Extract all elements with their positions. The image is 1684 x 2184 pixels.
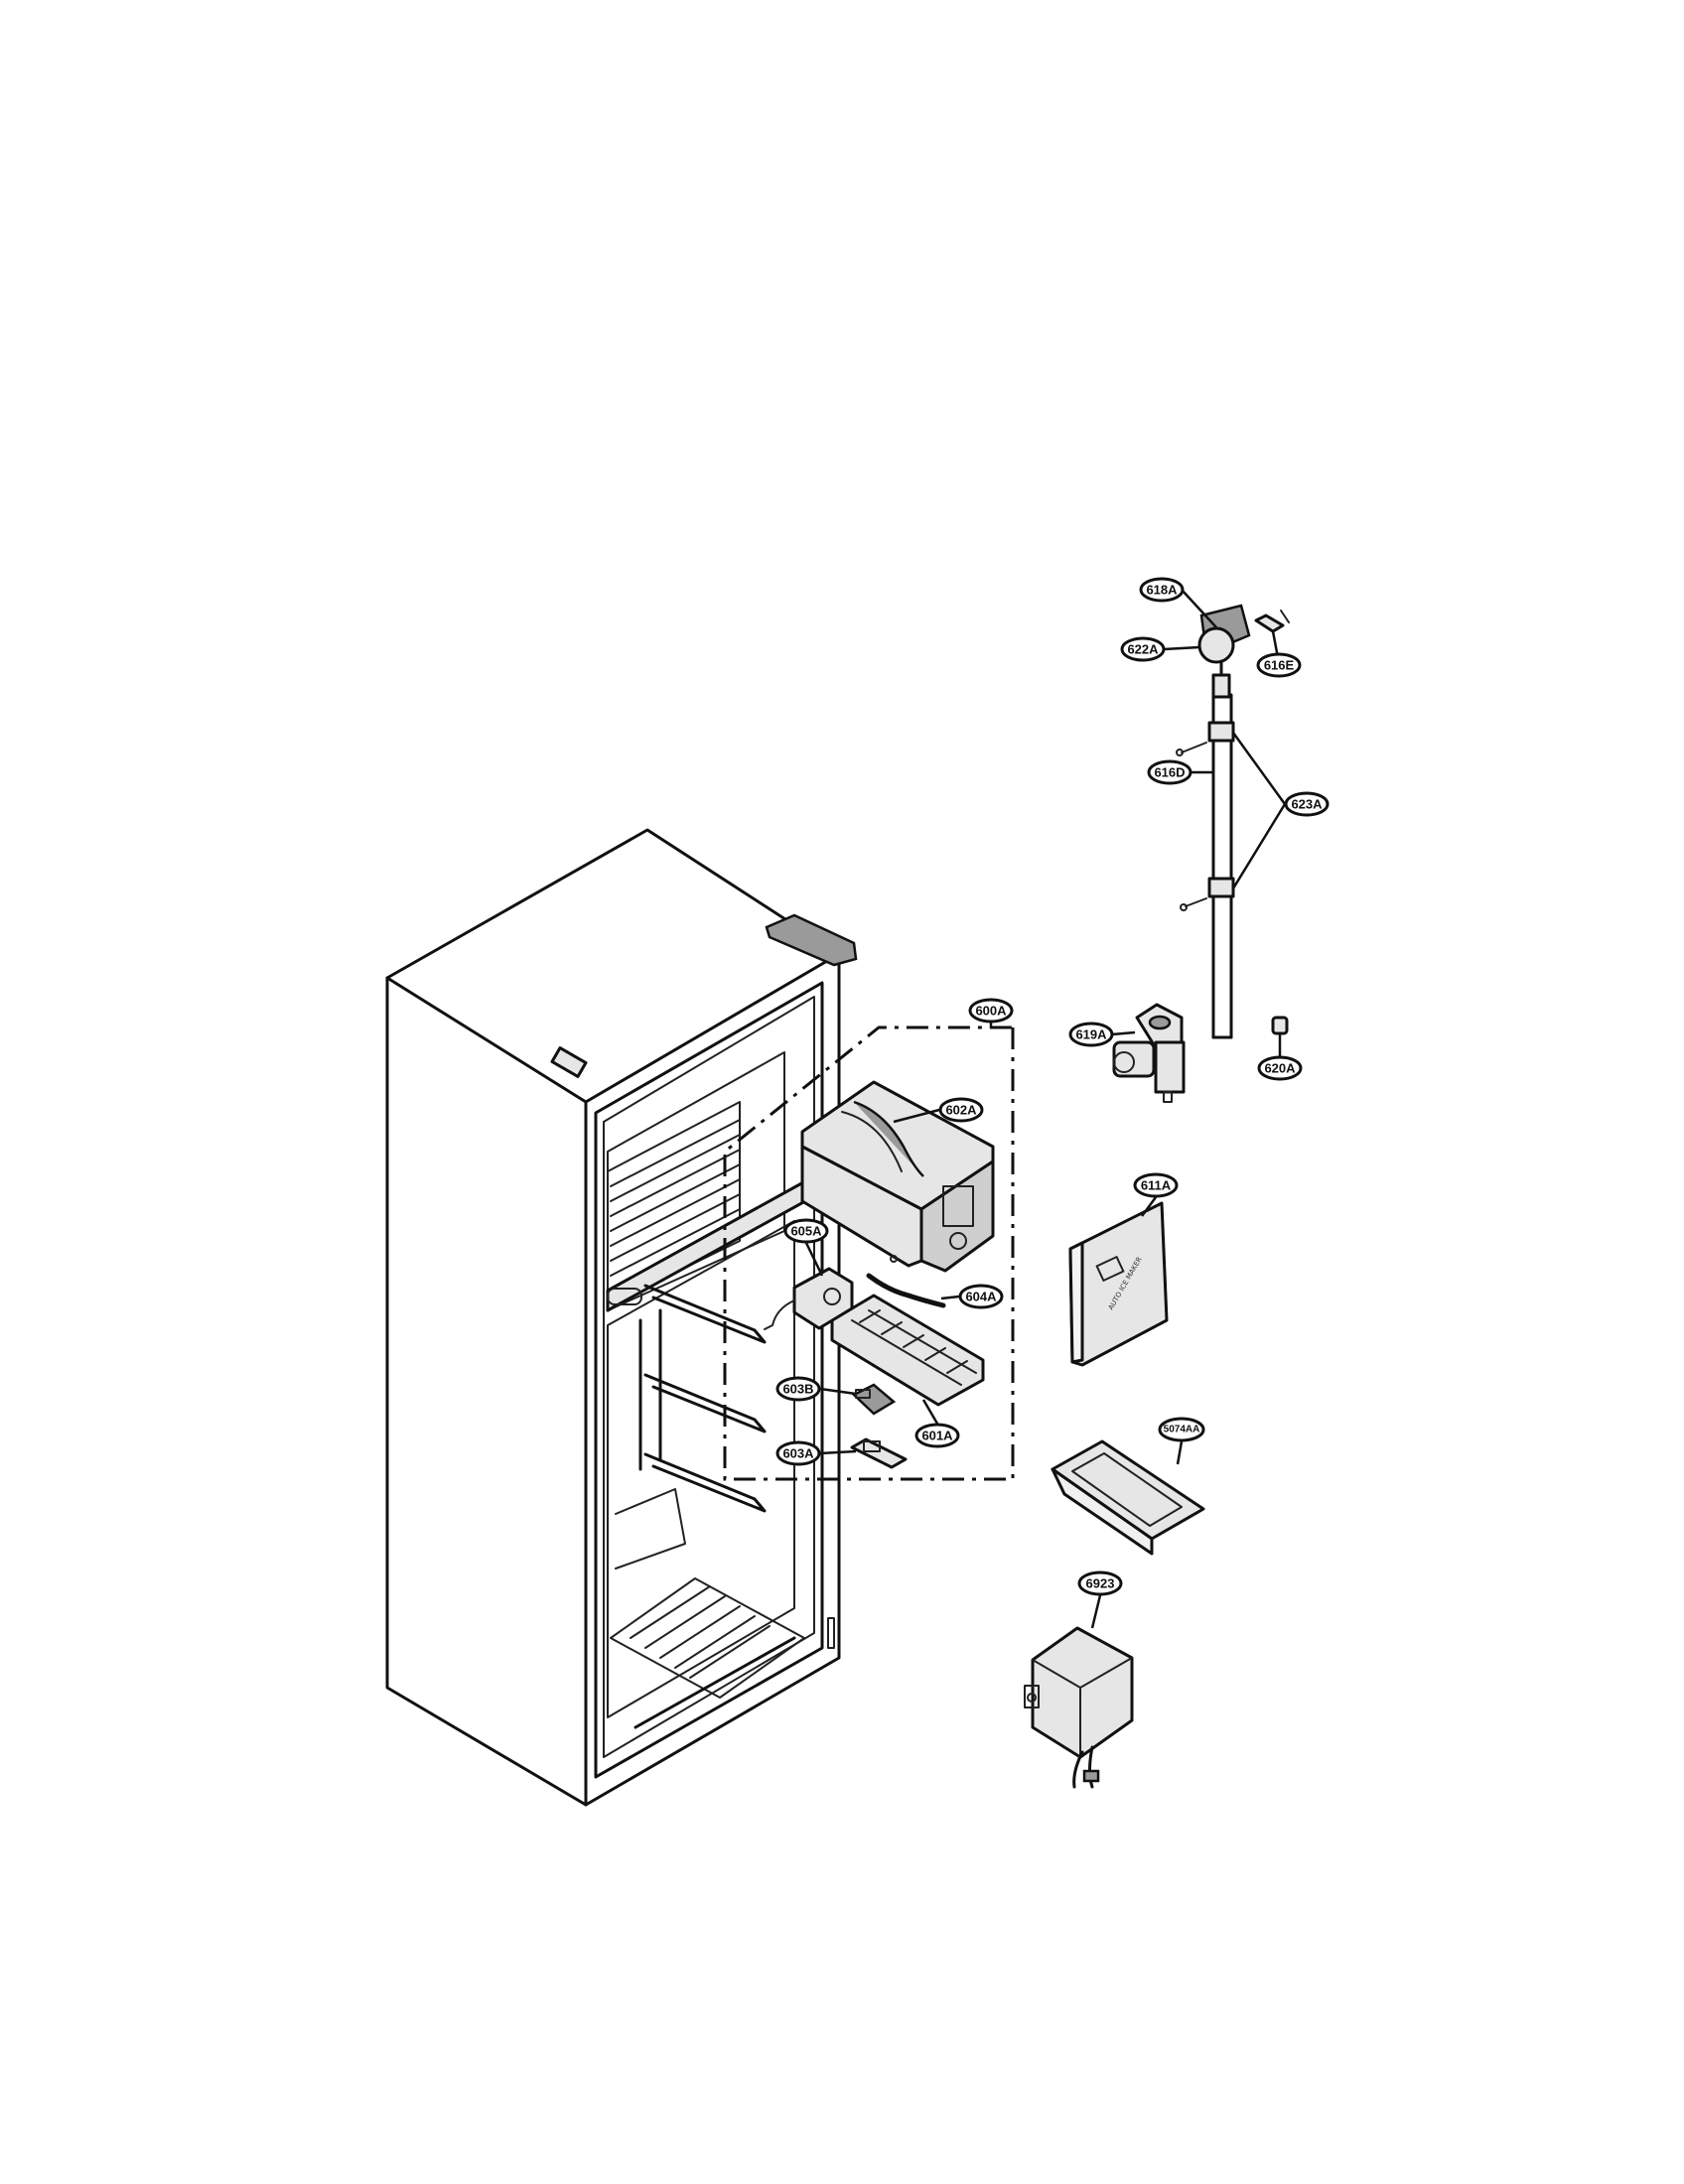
callout-label-616E: 616E	[1264, 658, 1295, 673]
callout-601A: 601A	[914, 1423, 960, 1448]
icemaker-housing	[800, 1080, 995, 1273]
top-switch	[550, 1046, 588, 1078]
callout-label-602A: 602A	[945, 1103, 977, 1118]
clip-603B	[851, 1383, 897, 1416]
callout-620A: 620A	[1257, 1055, 1303, 1081]
icemaker-motor	[764, 1267, 854, 1330]
callout-604A: 604A	[958, 1284, 1004, 1309]
callout-616E: 616E	[1256, 652, 1302, 678]
ice-tray	[830, 1294, 985, 1407]
callout-5074AA: 5074AA	[1158, 1417, 1205, 1442]
callout-622A: 622A	[1120, 636, 1166, 662]
pipe-clamp-top	[1207, 721, 1235, 743]
callout-603B: 603B	[775, 1376, 821, 1402]
callout-label-622A: 622A	[1127, 642, 1159, 657]
nut-620A	[1271, 1016, 1289, 1035]
pipe-clamp-bottom	[1207, 877, 1235, 898]
callout-label-604A: 604A	[965, 1290, 997, 1304]
callout-618A: 618A	[1139, 577, 1185, 603]
callout-label-619A: 619A	[1075, 1027, 1107, 1042]
wire-harness	[866, 1273, 946, 1308]
callout-label-623A: 623A	[1291, 797, 1323, 812]
callout-label-600A: 600A	[975, 1004, 1007, 1019]
refrigerator-cabinet	[385, 828, 858, 1807]
clip-603A	[850, 1437, 908, 1469]
callout-label-620A: 620A	[1264, 1061, 1296, 1076]
control-box	[1024, 1626, 1134, 1789]
callout-label-6923: 6923	[1086, 1576, 1115, 1591]
callout-600A: 600A	[968, 998, 1014, 1024]
water-line-assembly	[1176, 604, 1290, 1039]
divider-vent	[607, 1288, 642, 1305]
callout-label-611A: 611A	[1141, 1178, 1172, 1193]
callout-label-603A: 603A	[782, 1446, 814, 1461]
icemaker-assembly-outline	[723, 1025, 1015, 1481]
ice-bin	[1051, 1439, 1205, 1556]
icemaker-cover: AUTO ICE MAKER	[1068, 1201, 1169, 1367]
callout-611A: 611A	[1133, 1172, 1179, 1198]
callout-623A: 623A	[1284, 791, 1330, 817]
callout-label-605A: 605A	[790, 1224, 822, 1239]
fridge-shelves	[638, 1284, 767, 1513]
callout-label-618A: 618A	[1146, 583, 1178, 598]
callout-label-5074AA: 5074AA	[1164, 1425, 1200, 1435]
callout-616D: 616D	[1147, 759, 1193, 785]
callout-label-616D: 616D	[1154, 765, 1185, 780]
callout-label-603B: 603B	[782, 1382, 813, 1397]
callout-6923: 6923	[1077, 1570, 1123, 1596]
crisper-area	[610, 1488, 805, 1729]
callout-619A: 619A	[1068, 1022, 1114, 1047]
callout-603A: 603A	[775, 1440, 821, 1466]
top-hinge	[765, 913, 858, 967]
water-valve	[1112, 1003, 1186, 1103]
callout-602A: 602A	[938, 1097, 984, 1123]
leader-lines	[804, 589, 1287, 1629]
callout-label-601A: 601A	[921, 1429, 953, 1443]
callout-605A: 605A	[783, 1218, 829, 1244]
